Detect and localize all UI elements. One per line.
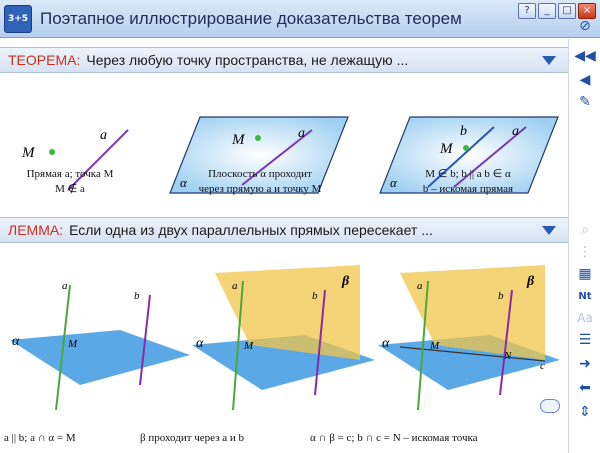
svg-text:a: a <box>417 280 423 292</box>
label-m-2: M <box>231 132 246 148</box>
lemma-bar[interactable]: ЛЕММА: Если одна из двух параллельных пр… <box>0 217 568 243</box>
svg-text:M: M <box>243 340 254 352</box>
label-alpha-2: α <box>180 175 188 190</box>
list-icon[interactable]: ☰ <box>578 332 592 348</box>
line-a-3 <box>453 126 527 188</box>
line-a-l2 <box>232 280 244 411</box>
theorem-caption-3: M ∈ b; b || a b ∈ α b – искомая прямая <box>422 168 514 195</box>
play-back-icon[interactable]: ◀ <box>579 72 591 88</box>
plane-beta-l3 <box>400 265 545 360</box>
svg-text:b: b <box>312 290 318 302</box>
label-a-3: a <box>512 124 519 139</box>
plane-beta-l2 <box>215 265 360 360</box>
chevron-down-icon[interactable] <box>542 56 556 65</box>
theorem-label: ТЕОРЕМА: <box>8 52 81 68</box>
point-m <box>49 149 55 155</box>
theorem-bar[interactable]: ТЕОРЕМА: Через любую точку пространства,… <box>0 47 568 73</box>
point-m-3 <box>463 145 469 151</box>
updown-icon[interactable]: ⇕ <box>579 404 591 420</box>
theorem-text: Через любую точку пространства, не лежащ… <box>86 52 409 68</box>
svg-text:α: α <box>12 334 20 349</box>
next-icon[interactable]: ➜ <box>579 356 591 372</box>
scroll-icon[interactable] <box>540 399 560 413</box>
edit-icon[interactable]: ✎ <box>579 94 591 110</box>
minimize-button[interactable]: _ <box>538 3 556 19</box>
line-b-l3 <box>499 289 513 396</box>
line-a-l3 <box>417 280 429 411</box>
point-m-2 <box>255 135 261 141</box>
label-alpha-3: α <box>390 175 398 190</box>
svg-text:a: a <box>232 280 238 292</box>
label-b: b <box>460 124 467 139</box>
svg-text:α: α <box>382 336 390 351</box>
line-b-l1 <box>139 294 151 386</box>
no-entry-icon[interactable]: ⊘ <box>579 18 591 34</box>
app-icon: 3+5 <box>4 4 32 33</box>
lemma-label: ЛЕММА: <box>8 222 64 238</box>
svg-text:M: M <box>67 338 78 350</box>
maximize-button[interactable]: □ <box>558 3 576 19</box>
line-c <box>399 346 546 362</box>
svg-text:β: β <box>341 274 350 289</box>
svg-text:c: c <box>540 360 545 372</box>
grid-icon[interactable]: ⋮ <box>578 244 592 260</box>
label-a: a <box>100 128 107 143</box>
svg-text:b: b <box>498 290 504 302</box>
plane-alpha-l1 <box>10 330 190 385</box>
window-titlebar: 3+5 Поэтапное иллюстрирование доказатель… <box>0 0 600 38</box>
prev-icon[interactable]: ⬅ <box>579 380 591 396</box>
line-b <box>427 126 495 188</box>
svg-text:a: a <box>62 280 68 292</box>
help-button[interactable]: ? <box>518 3 536 19</box>
lemma-caption-3: α ∩ β = c; b ∩ c = N – искомая точка <box>310 432 478 444</box>
line-b-l2 <box>314 289 326 396</box>
theorem-caption-2: Плоскость α проходит через прямую a и то… <box>198 168 322 195</box>
svg-text:M: M <box>429 340 440 352</box>
rewind-icon[interactable]: ◀◀ <box>574 48 596 64</box>
chevron-down-icon[interactable] <box>542 226 556 235</box>
close-button[interactable]: × <box>578 3 596 19</box>
note-icon[interactable]: Nt <box>578 290 592 302</box>
theorem-caption-1: Прямая a; точка M M ∉ a <box>26 168 114 195</box>
label-a-2: a <box>298 126 305 141</box>
zoom-icon[interactable]: ⌕ <box>581 222 589 238</box>
lemma-caption-2: β проходит через a и b <box>140 432 245 444</box>
window-title: Поэтапное иллюстрирование доказательства… <box>40 8 462 28</box>
window-controls: ? _ □ × <box>518 3 596 19</box>
lemma-diagrams: a b M α a b M α β a b M N c α β <box>10 265 560 411</box>
svg-text:N: N <box>503 350 512 362</box>
theorem-diagrams: M a M a α M b a α <box>21 116 559 194</box>
lemma-caption-1: a || b; a ∩ α = M <box>4 432 76 444</box>
svg-text:α: α <box>196 336 204 351</box>
table-icon[interactable]: ▦ <box>578 266 592 282</box>
lemma-text: Если одна из двух параллельных прямых пе… <box>69 222 433 238</box>
label-m-3: M <box>439 141 454 157</box>
line-a-l1 <box>55 284 71 411</box>
label-m: M <box>21 145 36 161</box>
line-a-2 <box>241 129 313 186</box>
svg-text:β: β <box>526 274 535 289</box>
line-a <box>67 129 129 191</box>
svg-text:b: b <box>134 290 140 302</box>
right-toolbar: ⊘ ◀◀ ◀ ✎ ⌕ ⋮ ▦ Nt Aa ☰ ➜ ⬅ ⇕ <box>568 18 600 453</box>
plane-alpha-2 <box>379 116 559 194</box>
font-icon[interactable]: Aa <box>577 311 593 325</box>
main-content: ТЕОРЕМА: Через любую точку пространства,… <box>0 39 568 453</box>
